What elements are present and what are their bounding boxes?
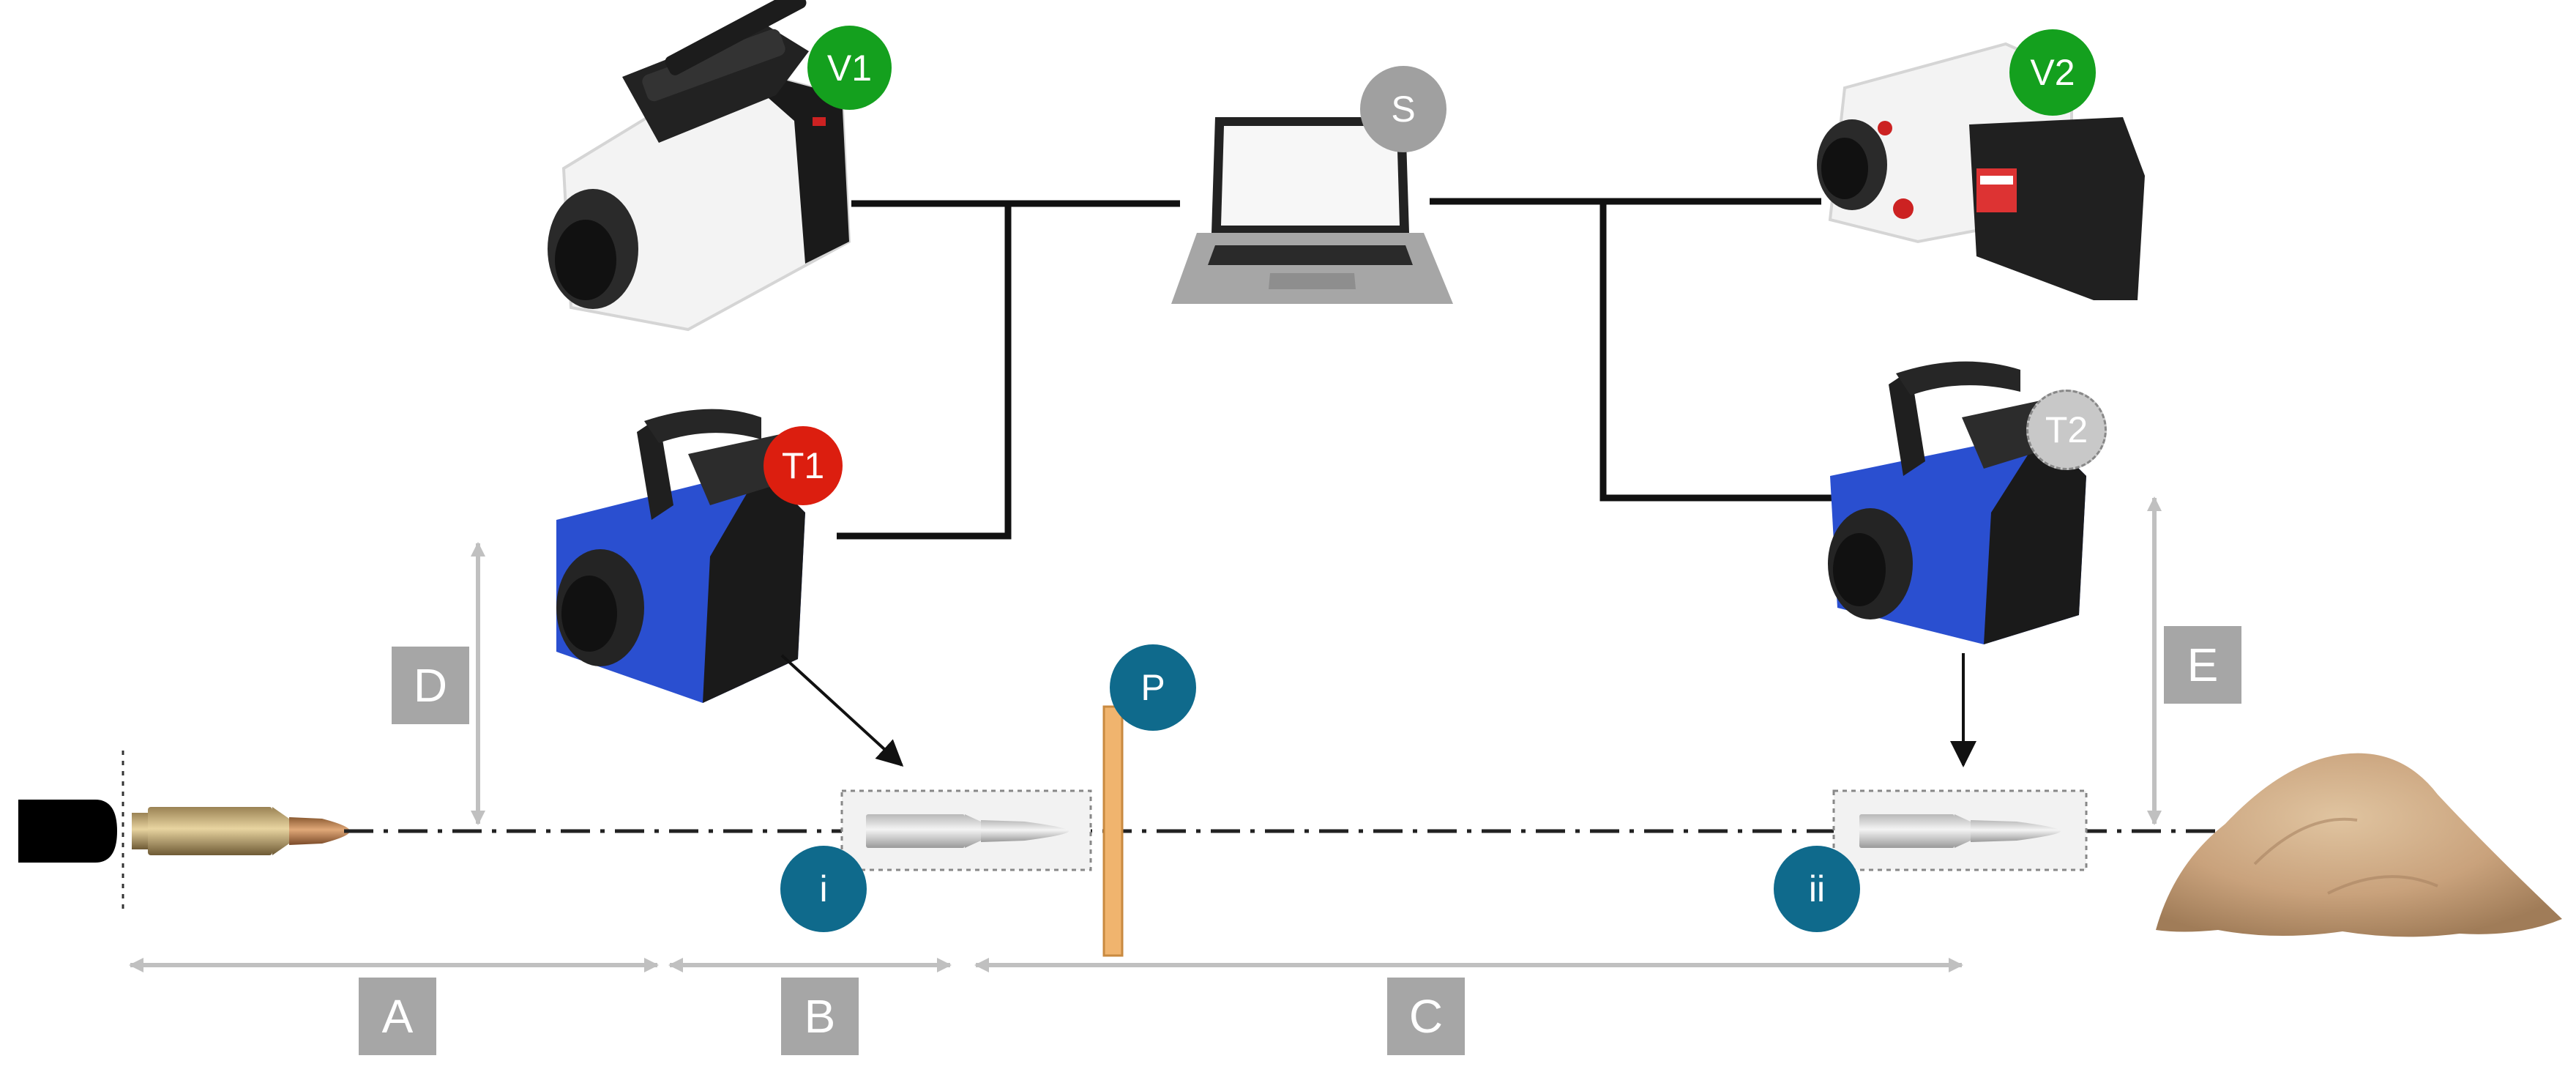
badge-t1: T1 [764, 426, 843, 505]
cable-t2-to-laptop [1430, 198, 1836, 502]
dimension-label-e: E [2164, 626, 2241, 704]
badge-s: S [1360, 66, 1446, 152]
badge-p: P [1110, 644, 1196, 731]
cables [837, 198, 1836, 540]
dimension-label-d: D [392, 647, 469, 724]
dimension-label-c: C [1387, 978, 1465, 1055]
badge-i: i [780, 846, 867, 932]
badge-ii: ii [1774, 846, 1860, 932]
badge-v2: V2 [2009, 29, 2096, 116]
dimension-label-b: B [781, 978, 859, 1055]
badge-v1: V1 [807, 26, 892, 110]
cable-t1-to-laptop [837, 204, 1012, 540]
cartridge-icon [132, 807, 350, 855]
observation-window-i [840, 789, 1092, 871]
thermal-camera-t2 [1828, 361, 2086, 644]
dimension-label-a: A [359, 978, 436, 1055]
sand-pile-icon [2156, 753, 2562, 937]
badge-t2: T2 [2026, 390, 2107, 470]
target-plate-icon [1102, 705, 1124, 957]
dimension-arrows [129, 496, 2162, 972]
laptop-icon [1171, 117, 1453, 304]
t1-view-arrow [780, 654, 904, 767]
observation-window-ii [1832, 789, 2088, 871]
video-camera-v2 [1817, 42, 2145, 300]
gun-barrel-icon [18, 800, 117, 863]
video-camera-v1 [548, 0, 851, 332]
